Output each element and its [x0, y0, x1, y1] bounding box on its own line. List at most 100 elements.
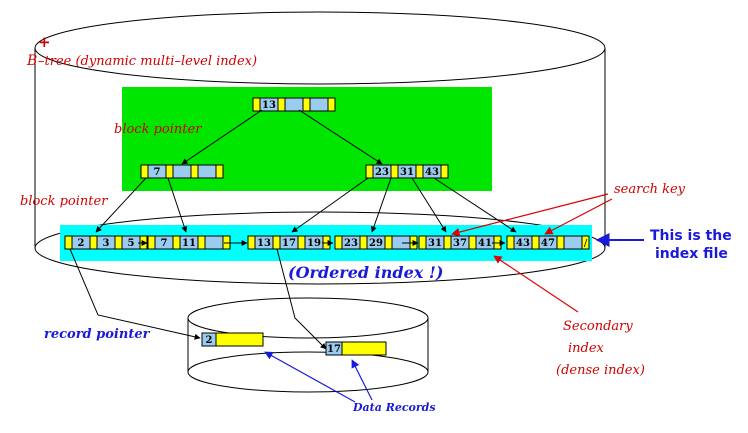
leaf-node-6-key-47: 47: [541, 238, 555, 249]
index-file-label-line2: index file: [655, 246, 728, 262]
leaf-node-3-pointer: [297, 235, 306, 250]
leaf-node-4-pointer: [334, 235, 343, 250]
block-pointer-top-label: block pointer: [114, 122, 202, 137]
leaf-node-6: 43 47 /: [506, 235, 590, 250]
internal-node-right-key-23: 23: [375, 167, 389, 178]
record-pointer-17: [276, 248, 327, 350]
internal-node-left-pointer: [215, 164, 224, 179]
index-file-label-line1: This is the: [650, 228, 732, 244]
leaf-node-4-key-29: 29: [369, 238, 383, 249]
internal-node-left-pointer: [190, 164, 199, 179]
leaf-node-1-pointer: [64, 235, 73, 250]
secondary-index-label-line1: Secondary: [563, 319, 633, 334]
data-disk-top: [187, 297, 429, 339]
tree-pointers: [95, 109, 517, 233]
root-node-pointer: [277, 97, 286, 112]
leaf-node-2-key-11: 11: [182, 238, 196, 249]
record-pointer-label: record pointer: [44, 327, 151, 342]
right-node-to-leaf6-pointer: [433, 177, 517, 233]
data-record-2: 2: [201, 332, 264, 347]
leaf-node-4-pointer: [384, 235, 393, 250]
leaf-node-2-pointer: [172, 235, 181, 250]
leaf-node-6-pointer: [506, 235, 515, 250]
leaf-node-4-key-23: 23: [344, 238, 358, 249]
record-pointers: [69, 248, 327, 350]
root-node-key-cell: [309, 97, 329, 112]
leaf-node-6-key-43: 43: [516, 238, 530, 249]
internal-node-right-key-43: 43: [425, 167, 439, 178]
ordered-index-label: (Ordered index !): [288, 263, 443, 282]
leaf-node-1-key-3: 3: [103, 238, 110, 249]
data-records-arrow-1: [264, 351, 356, 403]
data-records-label: Data Records: [352, 401, 436, 414]
leaf-node-6-pointer: [556, 235, 565, 250]
leaf-node-3-pointer: [272, 235, 281, 250]
data-record-17-key: 17: [327, 344, 341, 355]
leaf-node-2-pointer: [147, 235, 156, 250]
leaf-node-6-pointer: [581, 235, 590, 250]
root-to-right-pointer: [298, 109, 383, 165]
root-node-pointer: [252, 97, 261, 112]
leaf-node-3-key-17: 17: [282, 238, 296, 249]
internal-node-left-key-cell: [172, 164, 192, 179]
right-node-to-leaf3-pointer: [291, 177, 369, 233]
internal-node-right-pointer: [390, 164, 399, 179]
leaf-node-6-end-marker: /: [584, 238, 588, 249]
leaf-node-5: 31 37 41: [418, 235, 502, 250]
block-pointer-left-label: block pointer: [20, 194, 108, 209]
data-record-2-key: 2: [206, 335, 213, 346]
leaf-node-2-pointer: [197, 235, 206, 250]
root-node-key-13: 13: [262, 100, 276, 111]
title-letter: B: [26, 53, 37, 69]
record-pointer-2: [69, 248, 201, 340]
leaf-node-3-key-13: 13: [257, 238, 271, 249]
root-to-left-pointer: [181, 109, 263, 165]
leaf-node-2-key-7: 7: [161, 238, 168, 249]
leaf-node-4-pointer: [359, 235, 368, 250]
search-key-arrow-1: [451, 193, 609, 237]
title-plus: +: [38, 33, 51, 51]
internal-node-left-key-7: 7: [154, 167, 161, 178]
data-records: 2 17: [201, 332, 387, 356]
root-node-pointer: [302, 97, 311, 112]
internal-node-right: 23 31 43: [365, 164, 449, 179]
leaf-node-3-pointer: [247, 235, 256, 250]
leaf-node-1-key-2: 2: [78, 238, 85, 249]
internal-node-left-pointer: [165, 164, 174, 179]
internal-node-left-key-cell: [197, 164, 217, 179]
secondary-index-arrow: [493, 255, 579, 313]
leaf-node-1-pointer: [89, 235, 98, 250]
leaf-node-5-pointer: [418, 235, 427, 250]
leaf-node-2-key-cell: [204, 235, 224, 250]
search-key-arrow-2: [544, 198, 613, 235]
internal-node-right-pointer: [365, 164, 374, 179]
internal-node-left-pointer: [140, 164, 149, 179]
data-records-arrow-2: [351, 359, 373, 401]
index-disk-top: [34, 11, 606, 85]
right-node-to-leaf5-pointer: [411, 177, 447, 233]
internal-node-right-pointer: [440, 164, 449, 179]
data-record-17: 17: [325, 341, 387, 356]
internal-node-left: 7: [140, 164, 224, 179]
annotation-arrows: [264, 193, 644, 403]
secondary-index-label-line2: index: [568, 341, 605, 356]
right-node-to-leaf4-pointer: [370, 177, 392, 233]
internal-node-right-key-31: 31: [400, 167, 414, 178]
data-disk-inner-rim: [187, 351, 429, 373]
root-node-pointer: [327, 97, 336, 112]
leaf-node-6-pointer: [531, 235, 540, 250]
root-node: 13: [252, 97, 336, 112]
leaf-node-5-key-31: 31: [428, 238, 442, 249]
leaf-node-2: 7 11: [147, 235, 231, 250]
title-text: –tree (dynamic multi–level index): [38, 54, 257, 69]
leaf-node-5-key-41: 41: [478, 238, 492, 249]
leaf-node-5-pointer: [443, 235, 452, 250]
internal-node-right-pointer: [415, 164, 424, 179]
leaf-node-1-pointer: [114, 235, 123, 250]
leaf-node-5-key-37: 37: [453, 238, 467, 249]
leaf-node-5-pointer: [468, 235, 477, 250]
leaf-node-6-key-cell: [563, 235, 583, 250]
